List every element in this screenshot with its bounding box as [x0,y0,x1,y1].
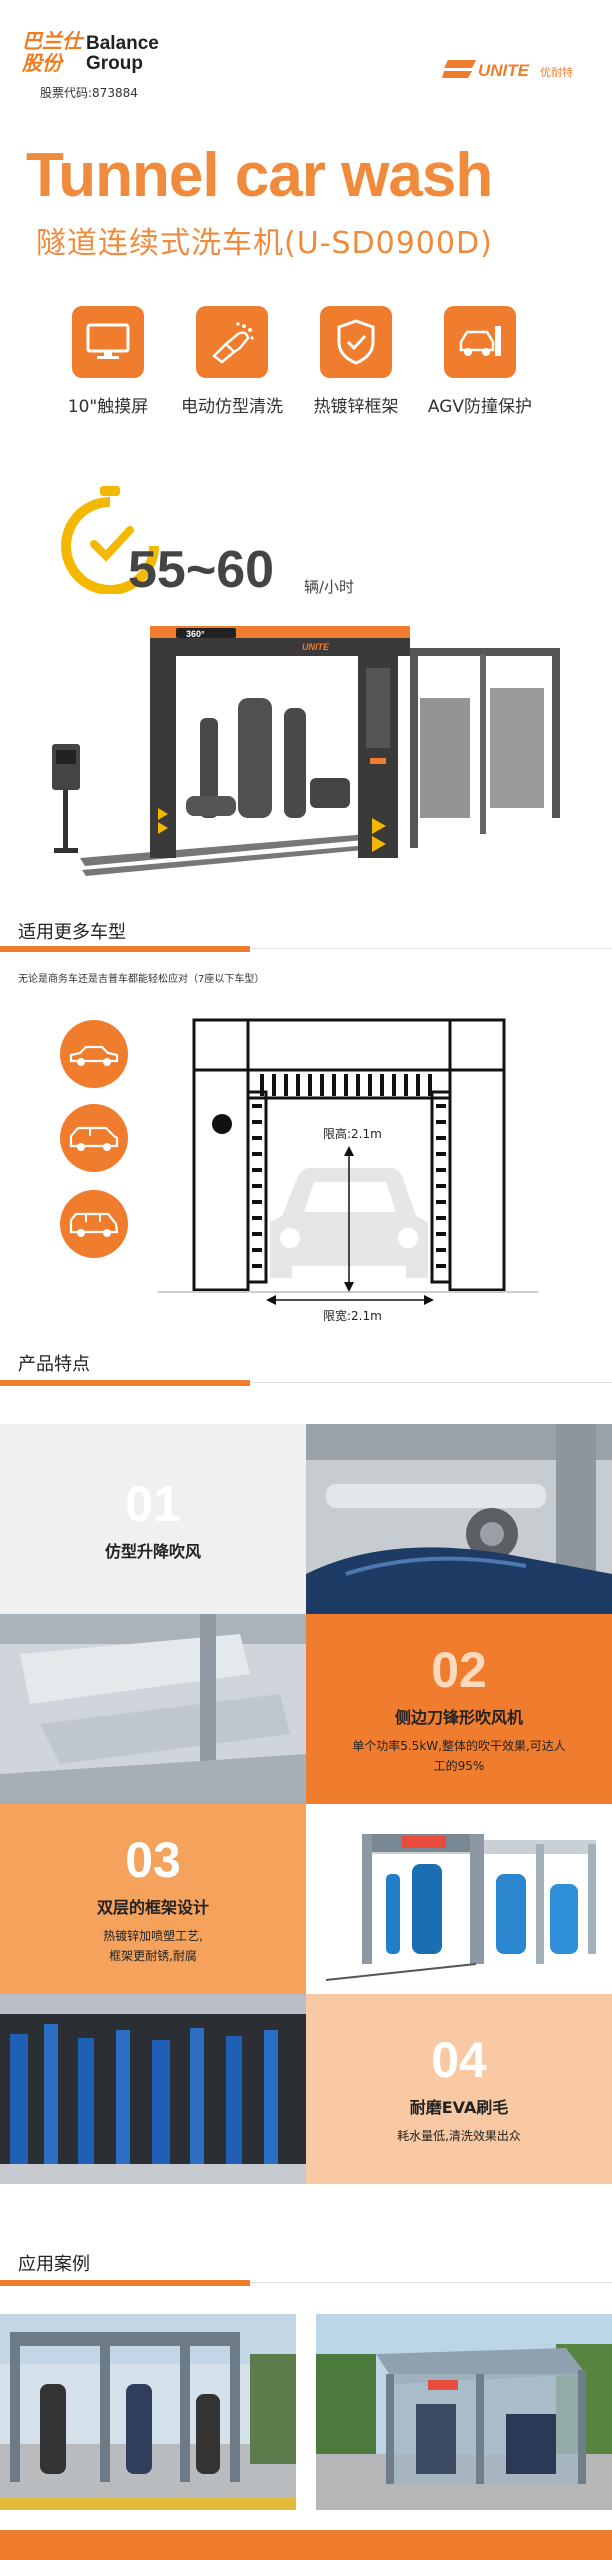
feature-card-03: 03 双层的框架设计 热镀锌加喷塑工艺, 框架更耐锈,耐腐 [0,1804,306,1994]
feature-title: 侧边刀锋形吹风机 [394,1708,523,1727]
monitor-icon [72,306,144,378]
section-divider [0,946,612,952]
section-divider [0,1380,612,1386]
feature-label: 电动仿型清洗 [181,397,283,417]
case-photo-1 [0,2314,296,2510]
suv-icon [60,1104,128,1172]
feature-desc: 热镀锌加喷塑工艺, 框架更耐锈,耐腐 [103,1929,203,1963]
feature-galvanized-frame: 热镀锌框架 [296,306,416,417]
feature-title: 耐磨EVA刷毛 [409,2098,509,2117]
feature-title: 仿型升降吹风 [104,1542,201,1561]
speed-value: 55~60 [128,541,275,599]
page-subtitle: 隧道连续式洗车机(U-SD0900D) [36,226,493,261]
shield-icon [320,306,392,378]
section-divider [0,2280,612,2286]
photo-double-frame [306,1804,612,1994]
footer-bar [0,2530,612,2560]
feature-number: 04 [431,2032,487,2088]
sedan-icon [60,1020,128,1088]
dimension-diagram: 限高:2.1m 限宽:2.1m [158,1018,538,1323]
photo-eva-brush [0,1994,306,2184]
feature-label: 热镀锌框架 [313,397,399,417]
feature-number: 03 [125,1832,181,1888]
mpv-icon [60,1190,128,1258]
brand-logo-cn: 巴兰仕 股份 [22,29,82,75]
feature-desc: 单个功率5.5kW,整体的吹干效果,可达人工的95% [352,1739,566,1773]
svg-text:UNITE: UNITE [478,61,530,80]
page-title: Tunnel car wash [26,141,493,210]
photo-side-blower [0,1614,306,1804]
feature-title: 双层的框架设计 [96,1898,209,1917]
width-limit-label: 限宽:2.1m [323,1308,382,1323]
svg-text:优耐特: 优耐特 [540,65,573,79]
case-photo-2 [316,2314,612,2510]
svg-text:UNITE: UNITE [302,642,330,652]
feature-number: 02 [431,1642,487,1698]
spray-icon [196,306,268,378]
tunnel-machine-image: 360° UNITE [52,626,560,876]
feature-card-02: 02 侧边刀锋形吹风机 单个功率5.5kW,整体的吹干效果,可达人工的95% [306,1614,612,1804]
feature-desc: 耗水量低,清洗效果出众 [397,2129,521,2143]
feature-card-04: 04 耐磨EVA刷毛 耗水量低,清洗效果出众 [306,1994,612,2184]
svg-text:360°: 360° [186,629,205,639]
feature-card-01: 01 仿型升降吹风 [0,1424,306,1614]
feature-electric-clean: 电动仿型清洗 [172,306,292,417]
brand-logo-en: Balance Group [86,33,159,74]
height-limit-label: 限高:2.1m [323,1126,382,1141]
speed-unit: 辆/小时 [304,578,355,596]
feature-label: 10"触摸屏 [67,397,149,417]
section-title-vehicles: 适用更多车型 [18,922,126,943]
feature-touchscreen: 10"触摸屏 [48,306,168,417]
vehicles-note: 无论是商务车还是吉普车都能轻松应对（7座以下车型） [18,974,265,985]
car-protect-icon [444,306,516,378]
unite-logo: UNITE 优耐特 [442,60,573,80]
feature-label: AGV防撞保护 [427,397,533,417]
photo-lift-blower [306,1424,612,1614]
stopwatch-icon [61,486,159,594]
stock-code: 股票代码:873884 [40,86,138,100]
feature-agv-protect: AGV防撞保护 [420,306,540,417]
section-title-cases: 应用案例 [18,2254,90,2275]
section-title-features: 产品特点 [18,1354,90,1375]
feature-number: 01 [125,1476,181,1532]
